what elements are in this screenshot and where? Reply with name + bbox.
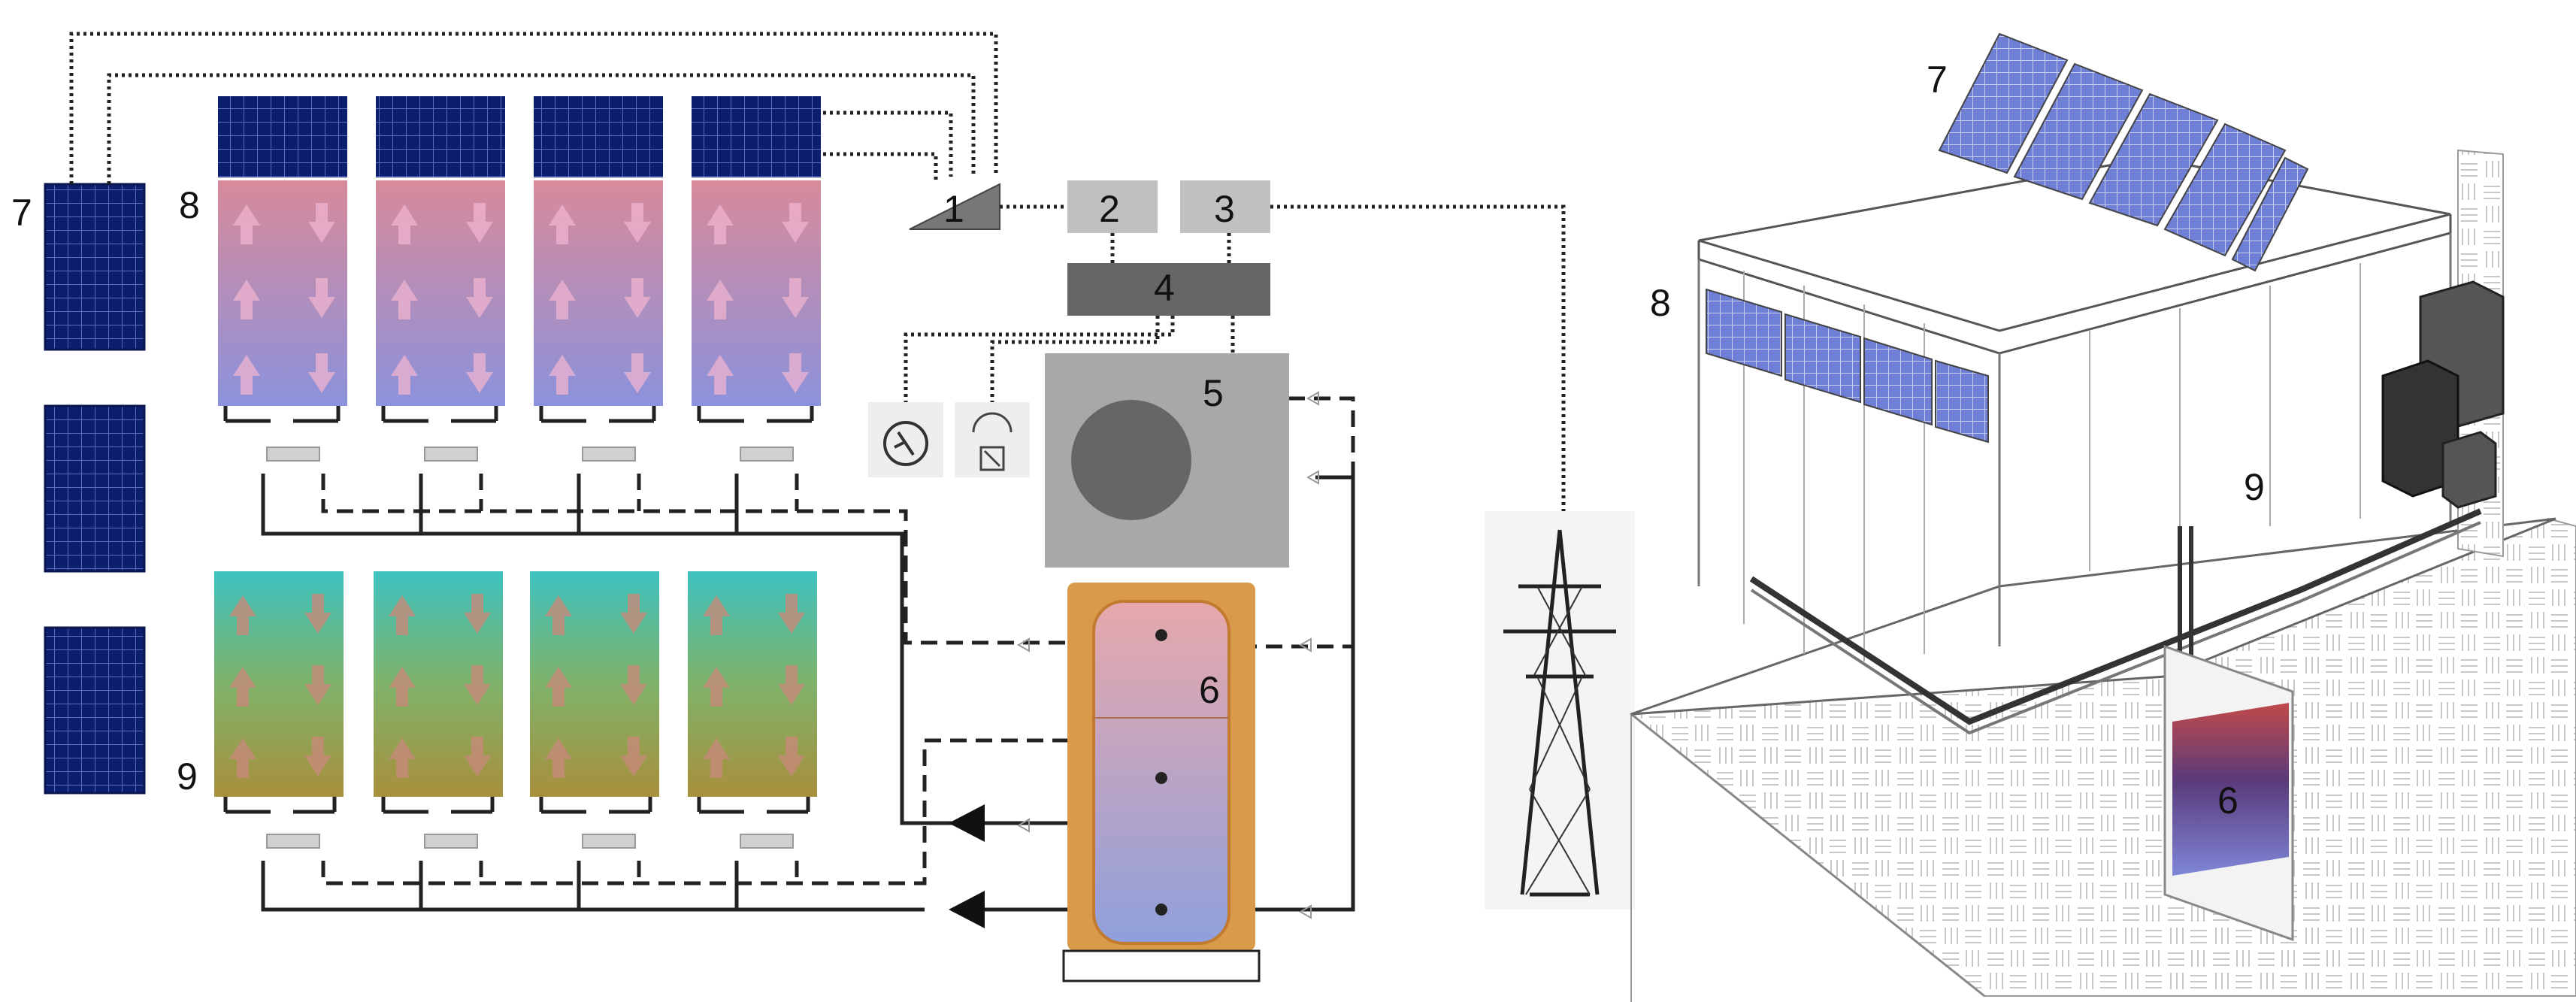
heat-pump-unit <box>1045 353 1289 568</box>
label-9: 9 <box>177 755 198 798</box>
storage-tank <box>1062 583 1261 982</box>
panel-connectors <box>223 406 814 849</box>
label-4: 4 <box>1154 267 1175 309</box>
label-8-right: 8 <box>1650 282 1671 324</box>
hydraulic-piping <box>261 396 1355 912</box>
label-3: 3 <box>1214 188 1235 230</box>
power-pylon-icon <box>1485 511 1635 910</box>
label-5: 5 <box>1203 372 1224 414</box>
signal-wiring <box>69 32 1566 511</box>
label-7: 7 <box>11 192 32 234</box>
label-2: 2 <box>1099 188 1120 230</box>
building-isometric <box>1629 32 2576 1002</box>
floor-heating-panels <box>214 571 817 797</box>
label-8: 8 <box>179 184 200 226</box>
control-devices <box>909 180 1270 316</box>
pv-array-7 <box>44 183 146 795</box>
wall-heating-panels <box>218 96 821 406</box>
valves <box>1016 391 1319 919</box>
label-6-right: 6 <box>2217 780 2238 822</box>
label-9-right: 9 <box>2244 466 2265 508</box>
appliance-icon <box>955 402 1030 477</box>
label-7-right: 7 <box>1927 59 1948 101</box>
power-socket-icon <box>868 402 943 477</box>
label-6: 6 <box>1199 669 1220 711</box>
label-1: 1 <box>943 188 964 230</box>
